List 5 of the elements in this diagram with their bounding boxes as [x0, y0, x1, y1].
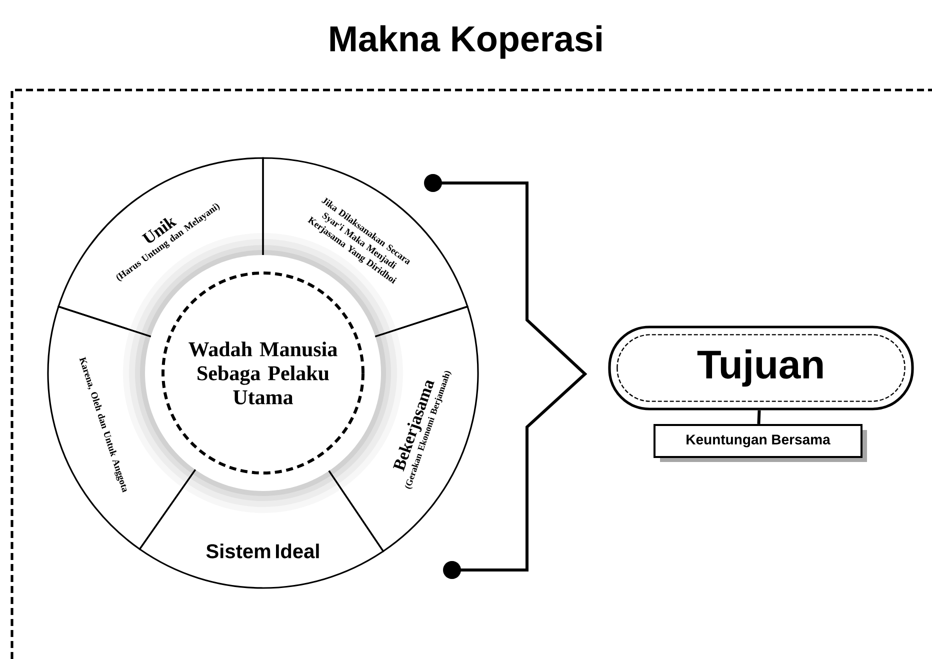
- title: Makna Koperasi: [330, 25, 602, 59]
- connector: [757, 410, 761, 424]
- text-box: Keuntungan Bersama: [654, 424, 867, 462]
- ring-segment: Sistem Ideal: [138, 469, 384, 589]
- rounded-box: Tujuan: [608, 326, 914, 410]
